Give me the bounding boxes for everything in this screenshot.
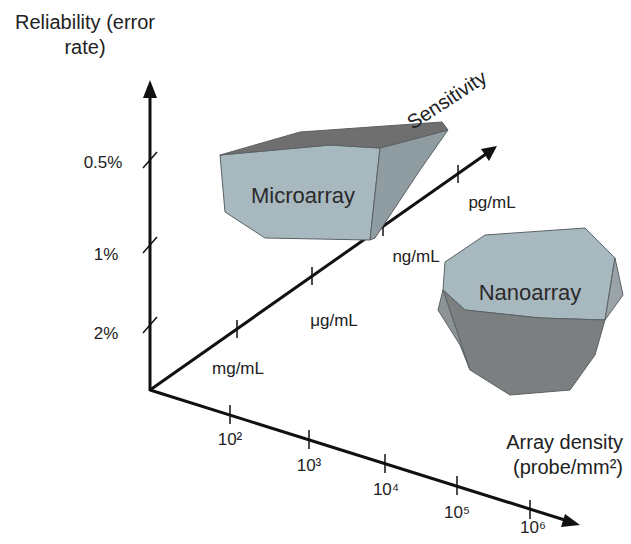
shape-label: Microarray bbox=[251, 183, 355, 209]
array-polyhedron: Nanoarray bbox=[435, 225, 625, 400]
tick-label: ng/mL bbox=[392, 247, 439, 267]
arrow-head bbox=[143, 80, 157, 98]
tick-label: 2% bbox=[94, 324, 119, 344]
polyhedron-shape bbox=[435, 225, 625, 400]
tick-label: 0.5% bbox=[84, 153, 123, 173]
sensitivity-axis bbox=[150, 154, 486, 390]
tick-label: 10⁶ bbox=[520, 518, 546, 538]
shape-label: Nanoarray bbox=[479, 280, 582, 306]
axis-title: Sensitivity bbox=[403, 66, 491, 134]
tick-label: mg/mL bbox=[212, 359, 264, 379]
reliability-axis bbox=[149, 92, 152, 391]
arrow-head bbox=[481, 146, 497, 161]
tick-label: 10³ bbox=[297, 456, 322, 476]
array-polyhedron: Microarray bbox=[215, 118, 455, 248]
tick-label: μg/mL bbox=[310, 311, 358, 331]
tick-label: 10² bbox=[218, 430, 243, 450]
arrow-head bbox=[561, 514, 580, 527]
tick-label: 1% bbox=[94, 245, 119, 265]
tick-label: 10⁵ bbox=[444, 503, 470, 523]
tick-label: 10⁴ bbox=[373, 480, 399, 500]
axis-title: Array density (probe/mm²) bbox=[453, 430, 623, 480]
tick-label: pg/mL bbox=[468, 193, 515, 213]
density-axis bbox=[150, 390, 568, 521]
axis-title: Reliability (error rate) bbox=[10, 10, 160, 60]
